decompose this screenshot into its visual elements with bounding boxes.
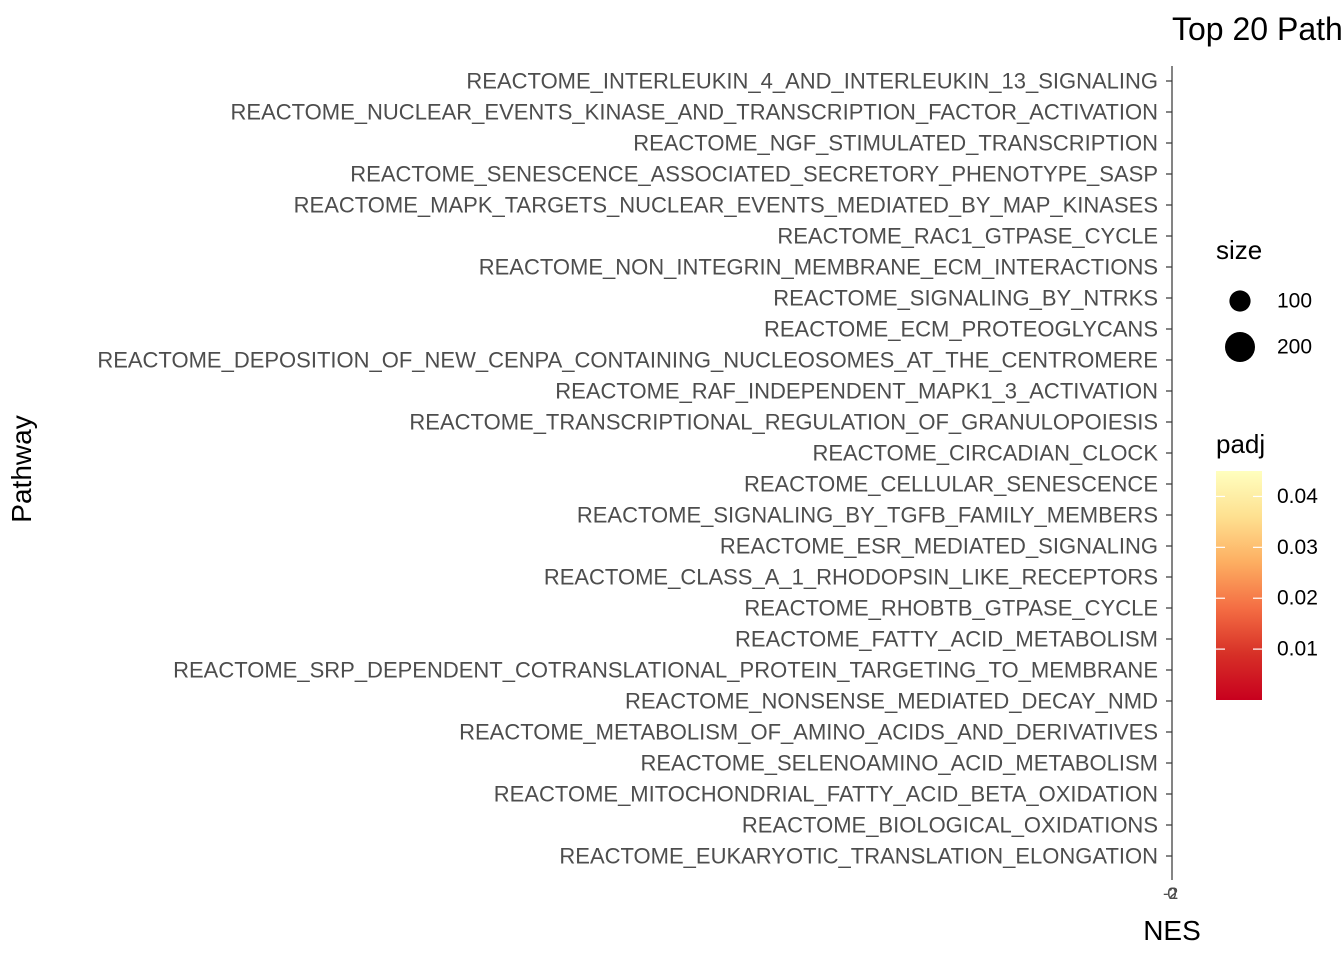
y-axis-title: Pathway [6, 415, 37, 522]
padj-legend-title: padj [1216, 429, 1265, 459]
pathway-labels: REACTOME_INTERLEUKIN_4_AND_INTERLEUKIN_1… [97, 69, 1158, 869]
x-axis-title: NES [1143, 915, 1201, 946]
pathway-label: REACTOME_NONSENSE_MEDIATED_DECAY_NMD [625, 689, 1158, 714]
pathway-label: REACTOME_MITOCHONDRIAL_FATTY_ACID_BETA_O… [494, 782, 1158, 807]
size-legend-label: 100 [1277, 290, 1312, 313]
size-legend-title: size [1216, 235, 1262, 265]
size-legend: 100 200 [1225, 290, 1312, 362]
size-legend-key [1229, 290, 1251, 312]
pathway-label: REACTOME_DEPOSITION_OF_NEW_CENPA_CONTAIN… [97, 348, 1158, 373]
pathway-label: REACTOME_MAPK_TARGETS_NUCLEAR_EVENTS_MED… [294, 193, 1158, 218]
pathway-label: REACTOME_BIOLOGICAL_OXIDATIONS [742, 813, 1158, 838]
x-tick-label: 0 [1167, 884, 1176, 903]
pathway-label: REACTOME_RAF_INDEPENDENT_MAPK1_3_ACTIVAT… [555, 379, 1158, 404]
chart-title: Top 20 Path [1172, 11, 1343, 47]
y-axis-ticks [1166, 80, 1172, 857]
pathway-label: REACTOME_FATTY_ACID_METABOLISM [735, 627, 1158, 652]
x-tick-label: -2 [1163, 884, 1178, 903]
x-axis-tick-labels: -202 [1163, 884, 1178, 903]
pathway-label: REACTOME_ECM_PROTEOGLYCANS [764, 317, 1158, 342]
pathway-label: REACTOME_SRP_DEPENDENT_COTRANSLATIONAL_P… [173, 658, 1158, 683]
pathway-label: REACTOME_CELLULAR_SENESCENCE [744, 472, 1158, 497]
pathway-label: REACTOME_SIGNALING_BY_NTRKS [773, 286, 1158, 311]
padj-tick-label: 0.02 [1277, 587, 1318, 610]
pathway-label: REACTOME_SELENOAMINO_ACID_METABOLISM [640, 751, 1158, 776]
pathway-label: REACTOME_CLASS_A_1_RHODOPSIN_LIKE_RECEPT… [544, 565, 1158, 590]
pathway-label: REACTOME_RAC1_GTPASE_CYCLE [777, 224, 1158, 249]
padj-tick-label: 0.04 [1277, 485, 1318, 508]
pathway-label: REACTOME_INTERLEUKIN_4_AND_INTERLEUKIN_1… [466, 69, 1158, 94]
pathway-label: REACTOME_TRANSCRIPTIONAL_REGULATION_OF_G… [409, 410, 1158, 435]
padj-legend-ticks: 0.04 0.03 0.02 0.01 [1216, 485, 1318, 661]
pathway-label: REACTOME_SENESCENCE_ASSOCIATED_SECRETORY… [350, 162, 1158, 187]
pathway-label: REACTOME_ESR_MEDIATED_SIGNALING [720, 534, 1158, 559]
pathway-label: REACTOME_SIGNALING_BY_TGFB_FAMILY_MEMBER… [577, 503, 1158, 528]
pathway-label: REACTOME_NON_INTEGRIN_MEMBRANE_ECM_INTER… [479, 255, 1158, 280]
pathway-label: REACTOME_EUKARYOTIC_TRANSLATION_ELONGATI… [559, 844, 1158, 869]
padj-tick-label: 0.01 [1277, 638, 1318, 661]
pathway-label: REACTOME_NUCLEAR_EVENTS_KINASE_AND_TRANS… [231, 100, 1158, 125]
pathway-label: REACTOME_CIRCADIAN_CLOCK [812, 441, 1158, 466]
pathway-label: REACTOME_RHOBTB_GTPASE_CYCLE [744, 596, 1158, 621]
x-tick-label: 2 [1169, 884, 1178, 903]
size-legend-key [1225, 332, 1255, 362]
pathway-label: REACTOME_METABOLISM_OF_AMINO_ACIDS_AND_D… [459, 720, 1158, 745]
padj-colorbar [1216, 471, 1262, 700]
size-legend-label: 200 [1277, 336, 1312, 359]
pathway-label: REACTOME_NGF_STIMULATED_TRANSCRIPTION [633, 131, 1158, 156]
padj-tick-label: 0.03 [1277, 536, 1318, 559]
